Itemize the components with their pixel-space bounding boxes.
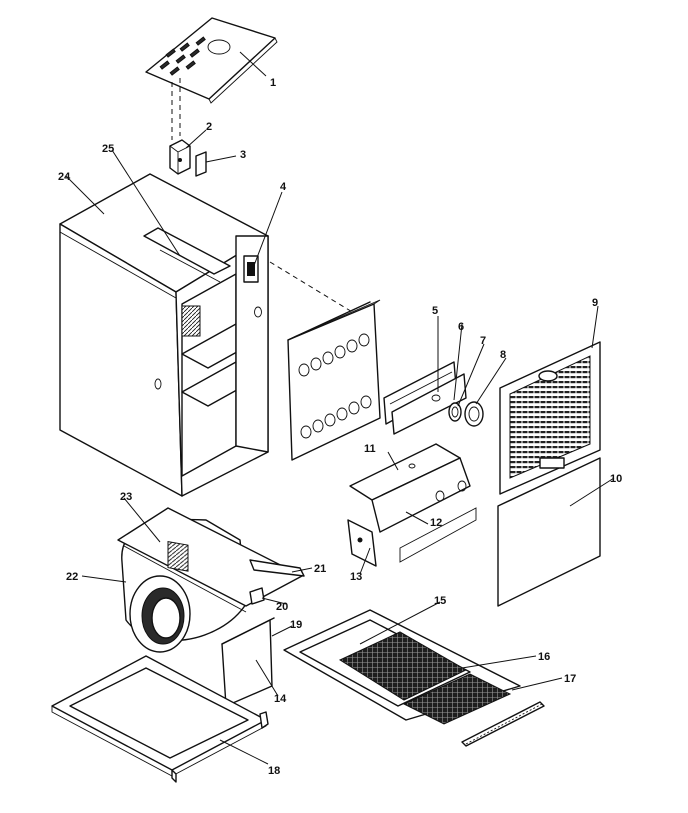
part-1-top-panel — [145, 17, 278, 140]
part-8-collar — [464, 401, 484, 427]
callout-6: 6 — [458, 321, 464, 333]
heat-exchanger-panel — [287, 299, 381, 461]
callout-20: 20 — [276, 601, 288, 613]
callout-labels: 1 2 3 4 5 6 7 8 9 10 11 12 13 14 15 16 1… — [58, 77, 622, 777]
callout-17: 17 — [564, 673, 576, 685]
part-20-clip — [249, 587, 265, 605]
callout-18: 18 — [268, 765, 280, 777]
part-10-lower-door — [497, 457, 601, 607]
callout-9: 9 — [592, 297, 598, 309]
part-9-grille-door — [499, 341, 601, 495]
callout-3: 3 — [240, 149, 246, 161]
part-16-filter — [338, 631, 512, 725]
callout-4: 4 — [280, 181, 287, 193]
part-21-rail — [249, 559, 305, 577]
part-17-strip — [461, 701, 545, 747]
leader-lines — [65, 51, 615, 765]
callout-25: 25 — [102, 143, 114, 155]
callout-19: 19 — [290, 619, 302, 631]
callout-14: 14 — [274, 693, 287, 705]
cabinet — [59, 173, 269, 497]
callout-2: 2 — [206, 121, 212, 133]
part-6-plate — [391, 373, 467, 435]
part-14-plate — [221, 617, 275, 707]
callout-24: 24 — [58, 171, 71, 183]
part-12-bracket — [371, 457, 477, 563]
callout-13: 13 — [350, 571, 362, 583]
callout-22: 22 — [66, 571, 78, 583]
callout-12: 12 — [430, 517, 442, 529]
callout-7: 7 — [480, 335, 486, 347]
callout-8: 8 — [500, 349, 506, 361]
callout-23: 23 — [120, 491, 132, 503]
part-3-clip — [195, 151, 207, 177]
callout-21: 21 — [314, 563, 326, 575]
callout-10: 10 — [610, 473, 622, 485]
callout-15: 15 — [434, 595, 446, 607]
callout-11: 11 — [364, 443, 376, 455]
part-2-bracket — [169, 139, 191, 175]
part-7-ring — [448, 402, 462, 422]
callout-1: 1 — [270, 77, 276, 89]
callout-5: 5 — [432, 305, 438, 317]
part-18-base-pan — [51, 655, 269, 783]
part-13-side — [347, 519, 377, 567]
callout-16: 16 — [538, 651, 550, 663]
